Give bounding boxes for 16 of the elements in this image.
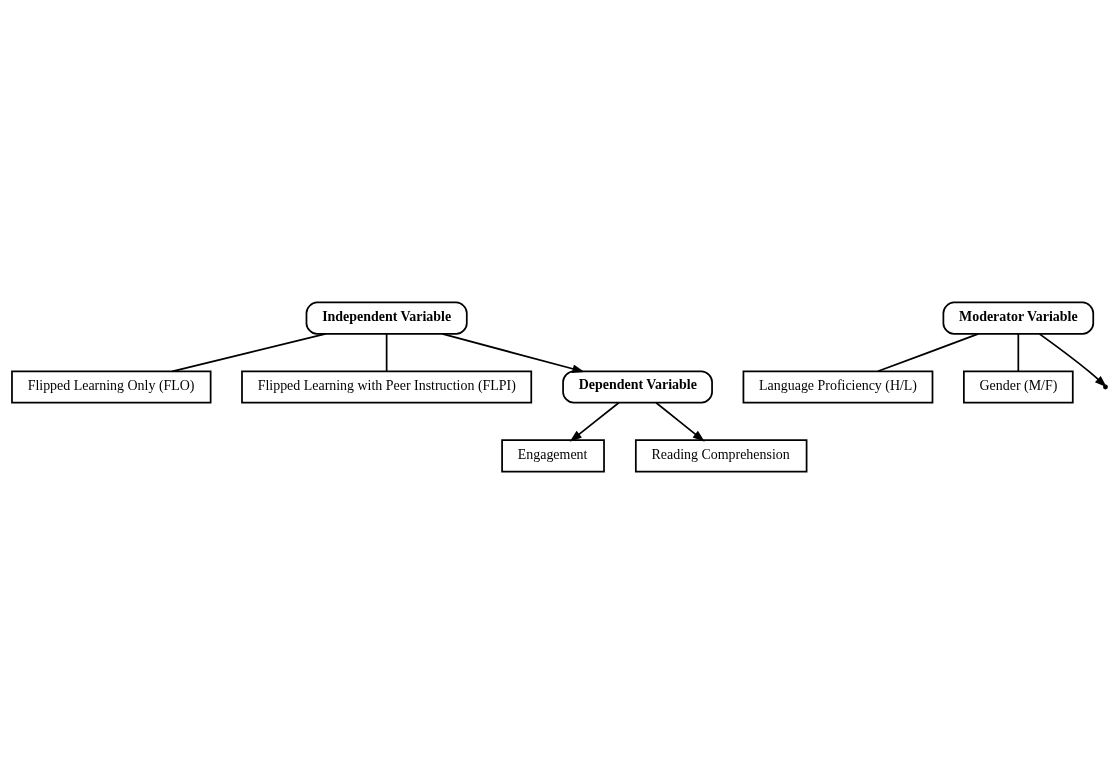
node-box: Language Proficiency (H/L) [742, 370, 934, 404]
node-box: Engagement [501, 439, 605, 473]
node-box: Independent Variable [305, 301, 468, 335]
connector [877, 333, 980, 373]
node-box: Flipped Learning with Peer Instruction (FLPI) [241, 370, 533, 404]
arrow [569, 401, 620, 442]
node-box: Moderator Variable [942, 301, 1095, 335]
connector [385, 333, 388, 373]
node-box: Flipped Learning Only (FLO) [11, 370, 212, 404]
node-box: Dependent Variable [562, 370, 713, 404]
connector [1017, 333, 1020, 373]
connector [171, 333, 327, 373]
arrow [655, 401, 705, 442]
arrow [441, 333, 585, 373]
node-box: Reading Comprehension [634, 439, 808, 473]
node-box: Gender (M/F) [963, 370, 1074, 404]
